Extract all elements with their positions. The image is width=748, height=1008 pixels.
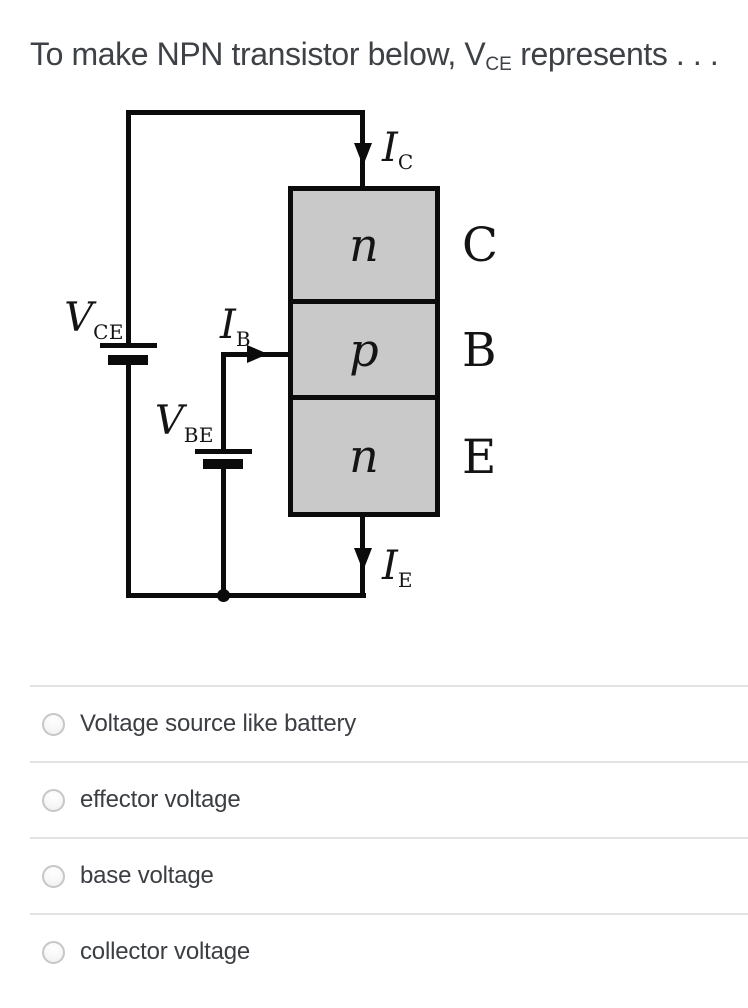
answer-option-2-label: effector voltage	[80, 786, 241, 813]
answer-option-4[interactable]: collector voltage	[30, 913, 748, 989]
ie-current-arrow-icon	[354, 548, 372, 571]
region-base-label: p	[349, 322, 379, 377]
radio-icon[interactable]	[42, 864, 65, 888]
ic-label-main: I	[382, 125, 398, 171]
ib-label-main: I	[220, 302, 236, 348]
vbe-battery-short-plate	[203, 459, 243, 469]
junction-dot	[217, 589, 230, 602]
radio-icon[interactable]	[42, 940, 65, 964]
bottom-wire	[126, 593, 366, 598]
ib-current-arrow-icon	[247, 345, 268, 363]
answer-option-3[interactable]: base voltage	[30, 837, 748, 913]
radio-icon[interactable]	[42, 788, 65, 812]
vce-battery-short-plate	[108, 355, 148, 365]
top-wire	[126, 110, 365, 115]
radio-icon[interactable]	[42, 712, 65, 736]
vce-label-sub: CE	[93, 320, 124, 344]
ib-label: IB	[220, 303, 251, 361]
vbe-label-main: V	[154, 398, 184, 444]
vce-battery-long-plate	[100, 343, 157, 348]
answer-options-list: Voltage source like battery effector vol…	[0, 685, 748, 989]
ic-label-sub: C	[397, 150, 414, 174]
answer-option-1-label: Voltage source like battery	[80, 710, 357, 737]
vbe-label-sub: BE	[183, 423, 214, 447]
region-base-p: p	[293, 304, 435, 400]
vbe-wire-lower	[221, 469, 226, 598]
terminal-label-collector: C	[462, 217, 498, 273]
answer-option-2[interactable]: effector voltage	[30, 761, 748, 837]
region-collector-n: n	[293, 191, 435, 304]
left-wire-upper	[126, 110, 131, 343]
question-title-prefix: To make NPN transistor below, V	[30, 36, 486, 72]
ie-label: IE	[382, 544, 413, 602]
vbe-wire-upper	[221, 352, 226, 451]
question-title-subscript: CE	[485, 54, 512, 75]
ie-label-main: I	[382, 543, 398, 589]
ie-label-sub: E	[397, 568, 413, 592]
region-emitter-label: n	[349, 429, 379, 483]
answer-option-4-label: collector voltage	[80, 938, 251, 965]
terminal-label-base: B	[462, 322, 497, 378]
region-emitter-n: n	[293, 400, 435, 512]
terminal-label-emitter: E	[462, 429, 497, 485]
transistor-body: n p n	[288, 186, 440, 517]
answer-option-1[interactable]: Voltage source like battery	[30, 685, 748, 761]
vbe-battery-long-plate	[195, 449, 252, 454]
ic-label: IC	[382, 126, 414, 184]
question-title-suffix: represents . . .	[511, 36, 719, 72]
ib-label-sub: B	[235, 327, 252, 351]
ic-current-arrow-icon	[354, 143, 372, 166]
region-collector-label: n	[349, 218, 379, 272]
vbe-label: VBE	[118, 399, 214, 457]
answer-option-3-label: base voltage	[80, 862, 214, 889]
question-title: To make NPN transistor below, VCE repres…	[30, 34, 740, 85]
vce-label: VCE	[28, 296, 124, 354]
left-wire-lower	[126, 365, 131, 598]
vce-label-main: V	[64, 295, 94, 341]
